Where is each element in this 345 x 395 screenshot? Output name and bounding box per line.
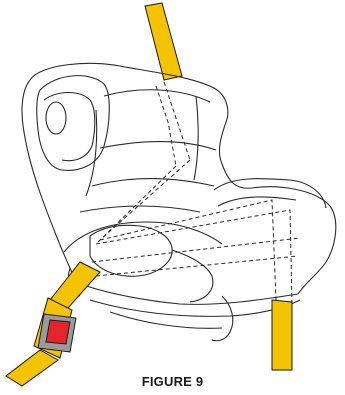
- lap-belt-right: [272, 300, 292, 370]
- figure-caption: FIGURE 9: [0, 374, 345, 389]
- shoulder-belt-upper: [145, 3, 182, 80]
- belt-path-dashed: [92, 82, 300, 304]
- seat-belt-buckle-icon: [34, 298, 76, 358]
